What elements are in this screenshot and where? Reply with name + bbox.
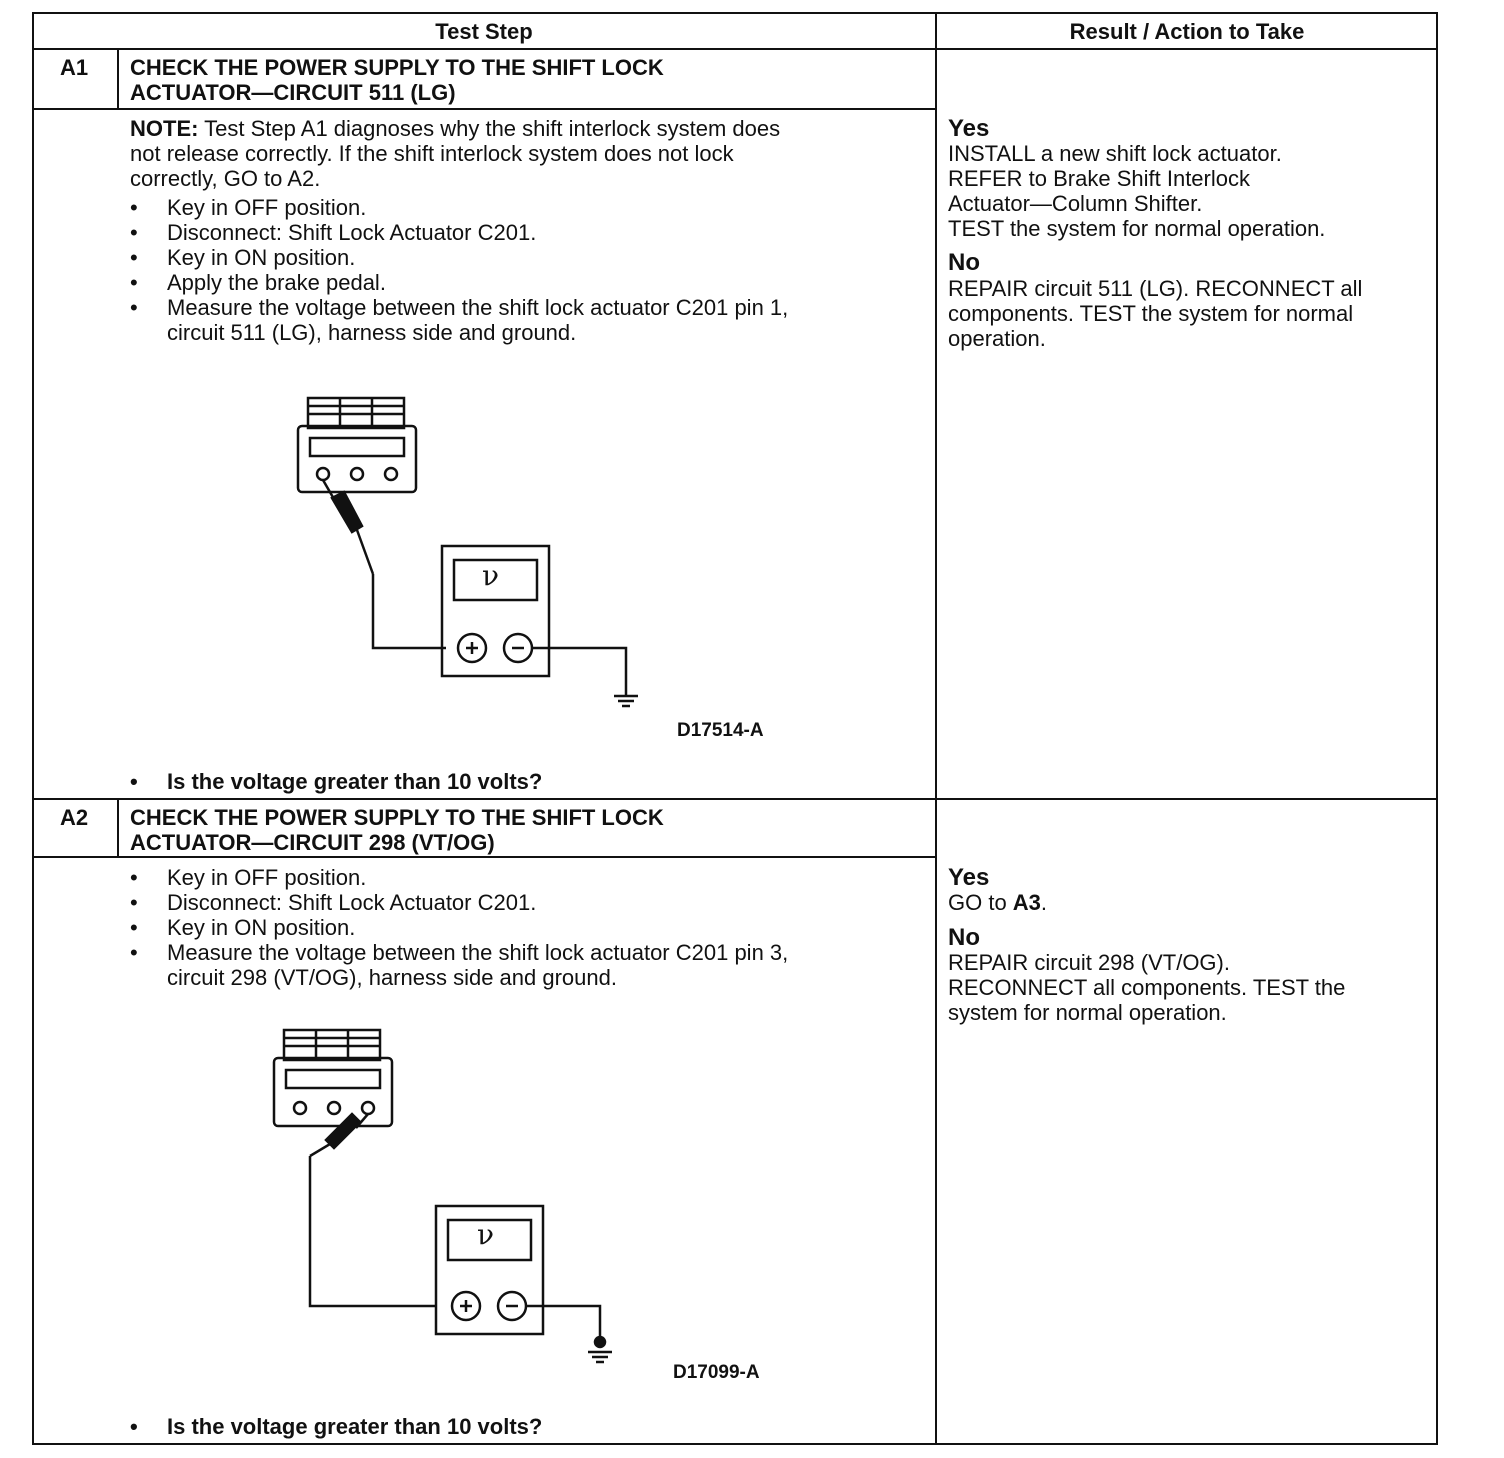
header-test-step: Test Step [435,19,533,44]
note-text: Test Step A1 diagnoses why the shift int… [198,116,781,141]
step-title-a1-line2: ACTUATOR—CIRCUIT 511 (LG) [130,80,456,105]
header-divider [32,48,1438,50]
bullet-glyph: • [130,295,138,320]
bullet-glyph: • [130,865,138,890]
bullet-glyph: • [130,195,138,220]
test-procedure-table [32,12,1438,1445]
header-result-action: Result / Action to Take [1069,19,1305,44]
ground-symbol-icon [532,646,638,708]
a2-title-divider [32,856,936,858]
bullet-glyph: • [130,270,138,295]
probe-icon [321,479,446,650]
bullet-glyph: • [130,245,138,270]
result-yes-a1-line: TEST the system for normal operation. [948,216,1326,241]
result-yes-a1: Yes [948,115,990,142]
step-title-a2-line2: ACTUATOR—CIRCUIT 298 (VT/OG) [130,830,495,855]
result-yes-a1-line: REFER to Brake Shift Interlock [948,166,1250,191]
note-a1-line1: NOTE: Test Step A1 diagnoses why the shi… [130,116,780,141]
step-title-a1-line1: CHECK THE POWER SUPPLY TO THE SHIFT LOCK [130,55,664,80]
meter-symbol: ν [482,559,500,592]
result-no-a2-line: system for normal operation. [948,1000,1227,1025]
bullet-glyph: • [130,915,138,940]
bullet-glyph: • [130,890,138,915]
result-no-a1-line: operation. [948,326,1046,351]
connector-c201-icon [272,1028,394,1128]
result-no-a2-line: REPAIR circuit 298 (VT/OG). [948,950,1230,975]
column-divider [935,12,937,1445]
result-no-a1: No [948,249,980,276]
bullet-glyph: • [130,1414,138,1439]
a1-id-divider [117,48,119,110]
step-reference-a3: A3 [1012,890,1041,915]
step-id-a2: A2 [60,805,89,830]
bullet-glyph: • [130,220,138,245]
ground-symbol-icon [526,1304,612,1364]
bullet-glyph: • [130,769,138,794]
note-label: NOTE: [130,116,199,141]
probe-icon [308,1112,436,1308]
result-yes-a2: Yes [948,864,990,891]
a1-voltmeter-diagram [296,396,638,708]
step-id-a1: A1 [60,55,89,80]
result-yes-a2-line: GO to A3. [948,890,1048,915]
result-no-a1-line: REPAIR circuit 511 (LG). RECONNECT all [948,276,1363,301]
voltmeter-icon [434,1204,545,1336]
figure-id-a2: D17099-A [673,1362,760,1383]
note-a1-line3: correctly, GO to A2. [130,166,321,191]
a1-title-divider [32,108,936,110]
result-no-a1-line: components. TEST the system for normal [948,301,1354,326]
voltmeter-icon [440,544,551,678]
result-yes-a1-line: INSTALL a new shift lock actuator. [948,141,1282,166]
step-divider [32,798,1438,800]
meter-symbol: ν [477,1218,495,1251]
result-no-a2-line: RECONNECT all components. TEST the [948,975,1346,1000]
a2-voltmeter-diagram [272,1028,612,1364]
result-yes-a1-line: Actuator—Column Shifter. [948,191,1203,216]
result-no-a2: No [948,924,980,951]
a2-id-divider [117,798,119,858]
connector-c201-icon [296,396,418,494]
bullet-glyph: • [130,940,138,965]
note-a1-line2: not release correctly. If the shift inte… [130,141,734,166]
step-title-a2-line1: CHECK THE POWER SUPPLY TO THE SHIFT LOCK [130,805,664,830]
figure-id-a1: D17514-A [677,720,764,741]
